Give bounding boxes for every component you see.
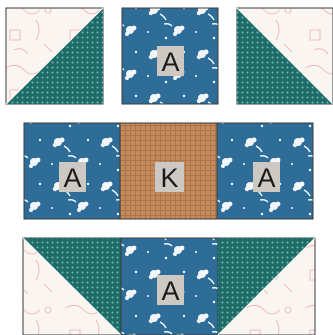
block-label: A [63, 163, 81, 193]
block-middle-right: A [217, 123, 313, 219]
hst-bottom-right [218, 238, 315, 335]
block-bottom-center: A [121, 238, 218, 335]
hst-top-right [237, 8, 333, 104]
hst-top-left [6, 8, 103, 104]
block-label: A [257, 163, 275, 193]
hst-bottom-left [23, 238, 121, 335]
block-middle-center: K [120, 123, 217, 219]
block-middle-left: A [24, 123, 120, 219]
block-label: A [161, 276, 179, 306]
block-label: A [161, 47, 179, 77]
block-top-center: A [122, 8, 218, 104]
block-label: K [160, 163, 178, 193]
